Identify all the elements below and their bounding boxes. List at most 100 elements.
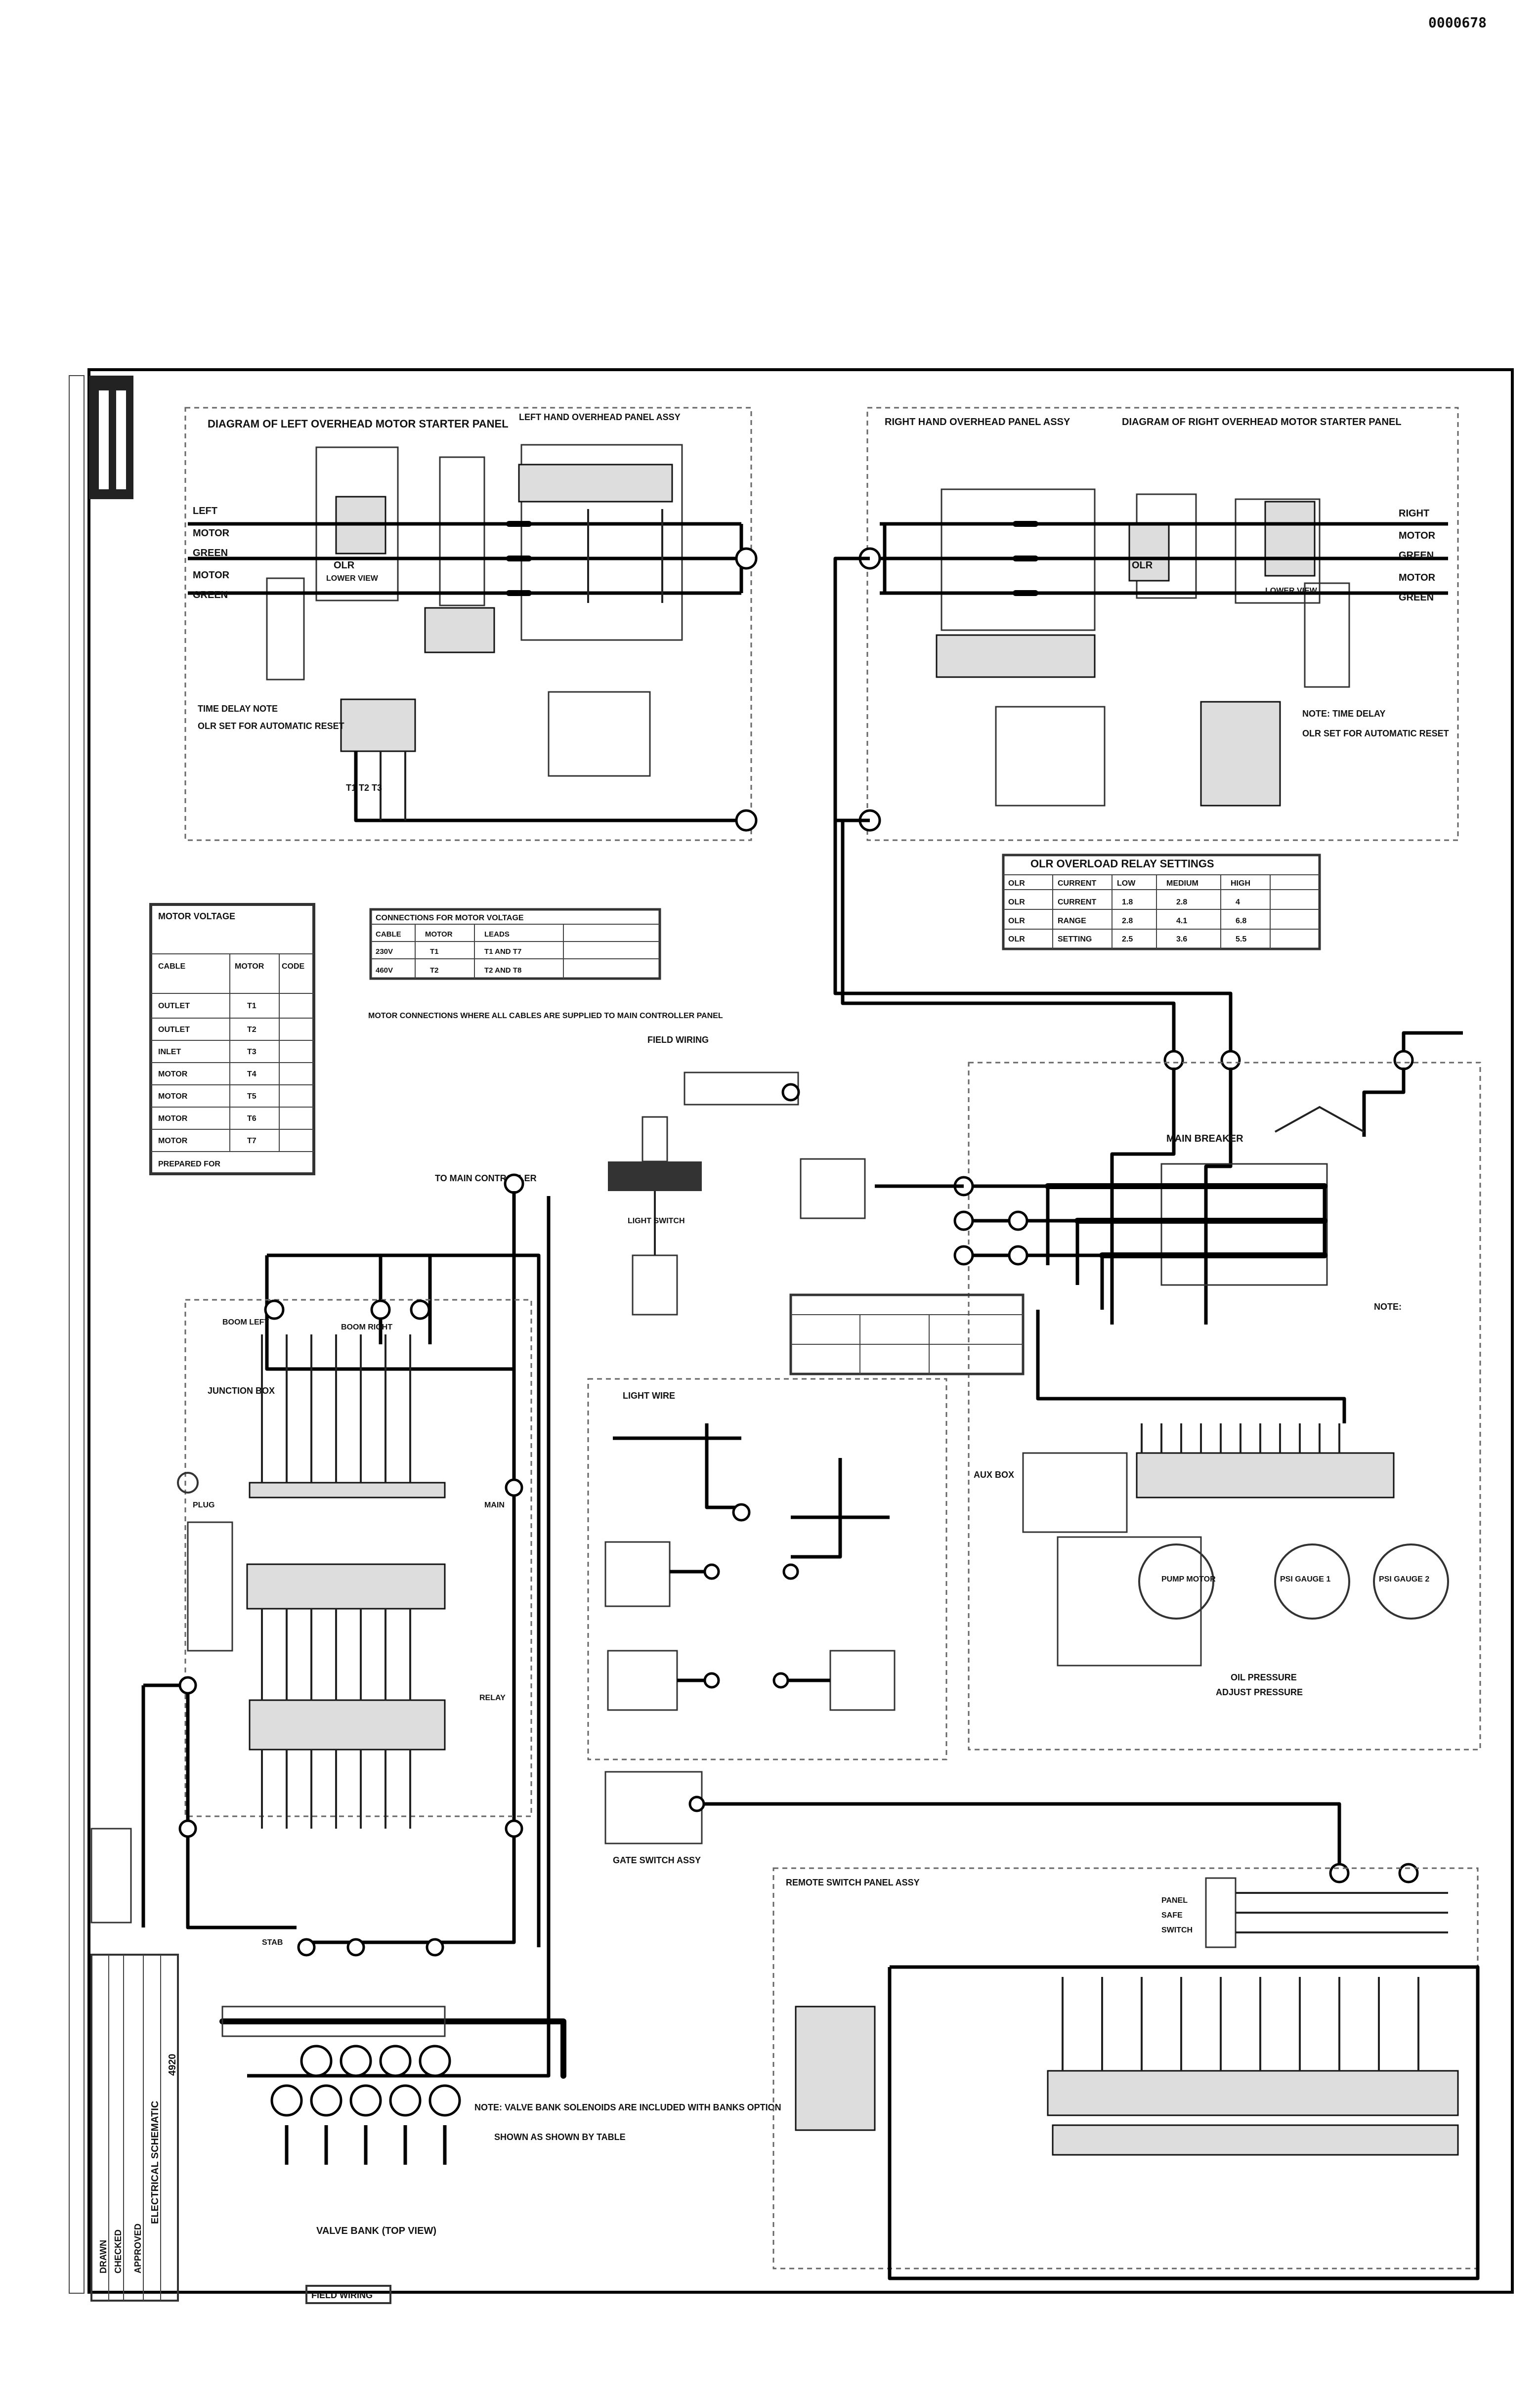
ol-r0c0: OLR — [1008, 898, 1025, 906]
ol-r1c0: OLR — [1008, 917, 1025, 925]
ol-r1c4: 6.8 — [1236, 917, 1246, 925]
tl-wire-label-4: MOTOR — [193, 570, 230, 581]
mv-r3b: T4 — [247, 1070, 257, 1078]
aux-box-label: AUX BOX — [974, 1470, 1014, 1480]
ol-r2c2: 2.5 — [1122, 935, 1133, 943]
left-margin-strip — [69, 375, 85, 2294]
mv-footer: PREPARED FOR — [158, 1160, 220, 1168]
boom-left-label: BOOM LEFT — [222, 1318, 269, 1327]
tl-panel-subtitle: LEFT HAND OVERHEAD PANEL ASSY — [519, 412, 681, 422]
tr-panel-title: RIGHT HAND OVERHEAD PANEL ASSY — [885, 417, 1070, 428]
tl-wire-label-5: GREEN — [193, 590, 228, 600]
junction-box-label: JUNCTION BOX — [208, 1386, 275, 1396]
ol-r2c3: 3.6 — [1176, 935, 1187, 943]
conn-r1c: T2 AND T8 — [484, 966, 521, 975]
tr-wire-label-3: GREEN — [1399, 550, 1434, 561]
overload-table-title: OLR OVERLOAD RELAY SETTINGS — [1030, 857, 1214, 870]
mv-r0a: OUTLET — [158, 1002, 190, 1010]
tr-note: NOTE: TIME DELAY — [1302, 709, 1385, 719]
tr-wire-label-2: MOTOR — [1399, 530, 1436, 541]
tr-wire-label-4: MOTOR — [1399, 572, 1436, 583]
mv-r6a: MOTOR — [158, 1137, 188, 1145]
gauge1-label: PSI GAUGE 1 — [1280, 1575, 1330, 1584]
main-label: MAIN — [484, 1501, 505, 1509]
conn-h1: MOTOR — [425, 930, 453, 939]
top-right-panel: RIGHT HAND OVERHEAD PANEL ASSY DIAGRAM O… — [858, 407, 1459, 841]
light-wire-label: LIGHT WIRE — [623, 1391, 675, 1401]
conn-r1b: T2 — [430, 966, 439, 975]
valve-note: NOTE: VALVE BANK SOLENOIDS ARE INCLUDED … — [474, 2102, 781, 2112]
tl-panel-title: DIAGRAM OF LEFT OVERHEAD MOTOR STARTER P… — [208, 418, 509, 430]
ol-r1c3: 4.1 — [1176, 917, 1187, 925]
main-breaker-label: MAIN BREAKER — [1166, 1133, 1243, 1144]
mv-r0b: T1 — [247, 1002, 257, 1010]
ol-h4: HIGH — [1231, 879, 1250, 888]
tl-relay-view: LOWER VIEW — [326, 574, 379, 583]
revision-block — [89, 376, 133, 499]
mv-r1a: OUTLET — [158, 1026, 190, 1034]
field-wiring-label: FIELD WIRING — [647, 1035, 709, 1045]
ol-r0c4: 4 — [1236, 898, 1240, 906]
gauge2-label: PSI GAUGE 2 — [1379, 1575, 1429, 1584]
gate-switch-label: GATE SWITCH ASSY — [613, 1855, 701, 1865]
title-block: DRAWN CHECKED APPROVED ELECTRICAL SCHEMA… — [90, 1828, 179, 2302]
drawn-label: DRAWN — [98, 2240, 108, 2273]
light-switch-label: LIGHT SWITCH — [628, 1217, 685, 1225]
ol-r0c2: 1.8 — [1122, 898, 1133, 906]
ol-h1: CURRENT — [1058, 879, 1096, 888]
tr-relay-label: OLR — [1132, 560, 1153, 571]
conn-note: MOTOR CONNECTIONS WHERE ALL CABLES ARE S… — [368, 1012, 723, 1020]
tr-wire-label-1: RIGHT — [1399, 508, 1429, 519]
conn-r1a: 460V — [376, 966, 393, 975]
conn-r0a: 230V — [376, 947, 393, 956]
ol-h2: LOW — [1117, 879, 1136, 888]
mv-r6b: T7 — [247, 1137, 257, 1145]
ol-r1c1: RANGE — [1058, 917, 1086, 925]
doc-number: 4920 — [167, 2054, 178, 2076]
mv-title: MOTOR VOLTAGE — [158, 911, 235, 921]
tl-relay-label: OLR — [334, 560, 355, 571]
br-panel-title: REMOTE SWITCH PANEL ASSY — [786, 1878, 920, 1887]
mv-r1b: T2 — [247, 1026, 257, 1034]
tl-wire-label-2: MOTOR — [193, 528, 230, 539]
ol-r2c0: OLR — [1008, 935, 1025, 943]
ol-h3: MEDIUM — [1166, 879, 1198, 888]
ol-h0: OLR — [1008, 879, 1025, 888]
drawing-title: ELECTRICAL SCHEMATIC — [150, 2101, 161, 2224]
bottom-tag: FIELD WIRING — [311, 2290, 373, 2300]
tl-note: TIME DELAY NOTE — [198, 704, 278, 714]
stab-label: STAB — [262, 1938, 283, 1947]
conn-r0b: T1 — [430, 947, 439, 956]
tr-relay-view: LOWER VIEW — [1265, 587, 1318, 595]
mv-h1: MOTOR — [235, 962, 264, 971]
center-area: FIELD WIRING LIGHT SWITCH TO MAIN CONTRO… — [435, 1035, 1419, 1884]
oil-pressure-label: OIL PRESSURE — [1231, 1672, 1297, 1682]
drawing-code: 0000678 — [1428, 14, 1487, 31]
motor-voltage-table: MOTOR VOLTAGE CABLE MOTOR CODE OUTLET T1… — [149, 903, 315, 1175]
right-note: NOTE: — [1374, 1302, 1402, 1312]
ol-r1c2: 2.8 — [1122, 917, 1133, 925]
checked-label: CHECKED — [113, 2229, 123, 2273]
tl-note-2: OLR SET FOR AUTOMATIC RESET — [198, 721, 344, 731]
valve-note-2: SHOWN AS SHOWN BY TABLE — [494, 2132, 626, 2142]
conn-r0c: T1 AND T7 — [484, 947, 521, 956]
mv-h2: CODE — [282, 962, 305, 971]
br-label-2: SAFE — [1161, 1911, 1183, 1920]
adjust-pressure-label: ADJUST PRESSURE — [1216, 1687, 1303, 1697]
plug-label: PLUG — [193, 1501, 214, 1509]
conn-title: CONNECTIONS FOR MOTOR VOLTAGE — [376, 914, 524, 922]
conn-h0: CABLE — [376, 930, 401, 939]
tl-wire-label-1: LEFT — [193, 506, 217, 516]
mv-r2a: INLET — [158, 1048, 181, 1056]
tr-note-2: OLR SET FOR AUTOMATIC RESET — [1302, 728, 1449, 738]
mv-r3a: MOTOR — [158, 1070, 188, 1078]
ol-r0c3: 2.8 — [1176, 898, 1187, 906]
overload-settings-table: OLR OVERLOAD RELAY SETTINGS OLR CURRENT … — [1002, 854, 1321, 950]
bottom-right-panel: REMOTE SWITCH PANEL ASSY PANEL SAFE SWIT… — [772, 1867, 1480, 2280]
ol-r2c1: SETTING — [1058, 935, 1092, 943]
mv-r5b: T6 — [247, 1114, 257, 1123]
left-junction-section: JUNCTION BOX BOOM LEFT BOOM RIGHT PLUG M… — [141, 1191, 551, 2078]
boom-right-label: BOOM RIGHT — [341, 1323, 392, 1331]
tl-wire-label-3: GREEN — [193, 548, 228, 558]
